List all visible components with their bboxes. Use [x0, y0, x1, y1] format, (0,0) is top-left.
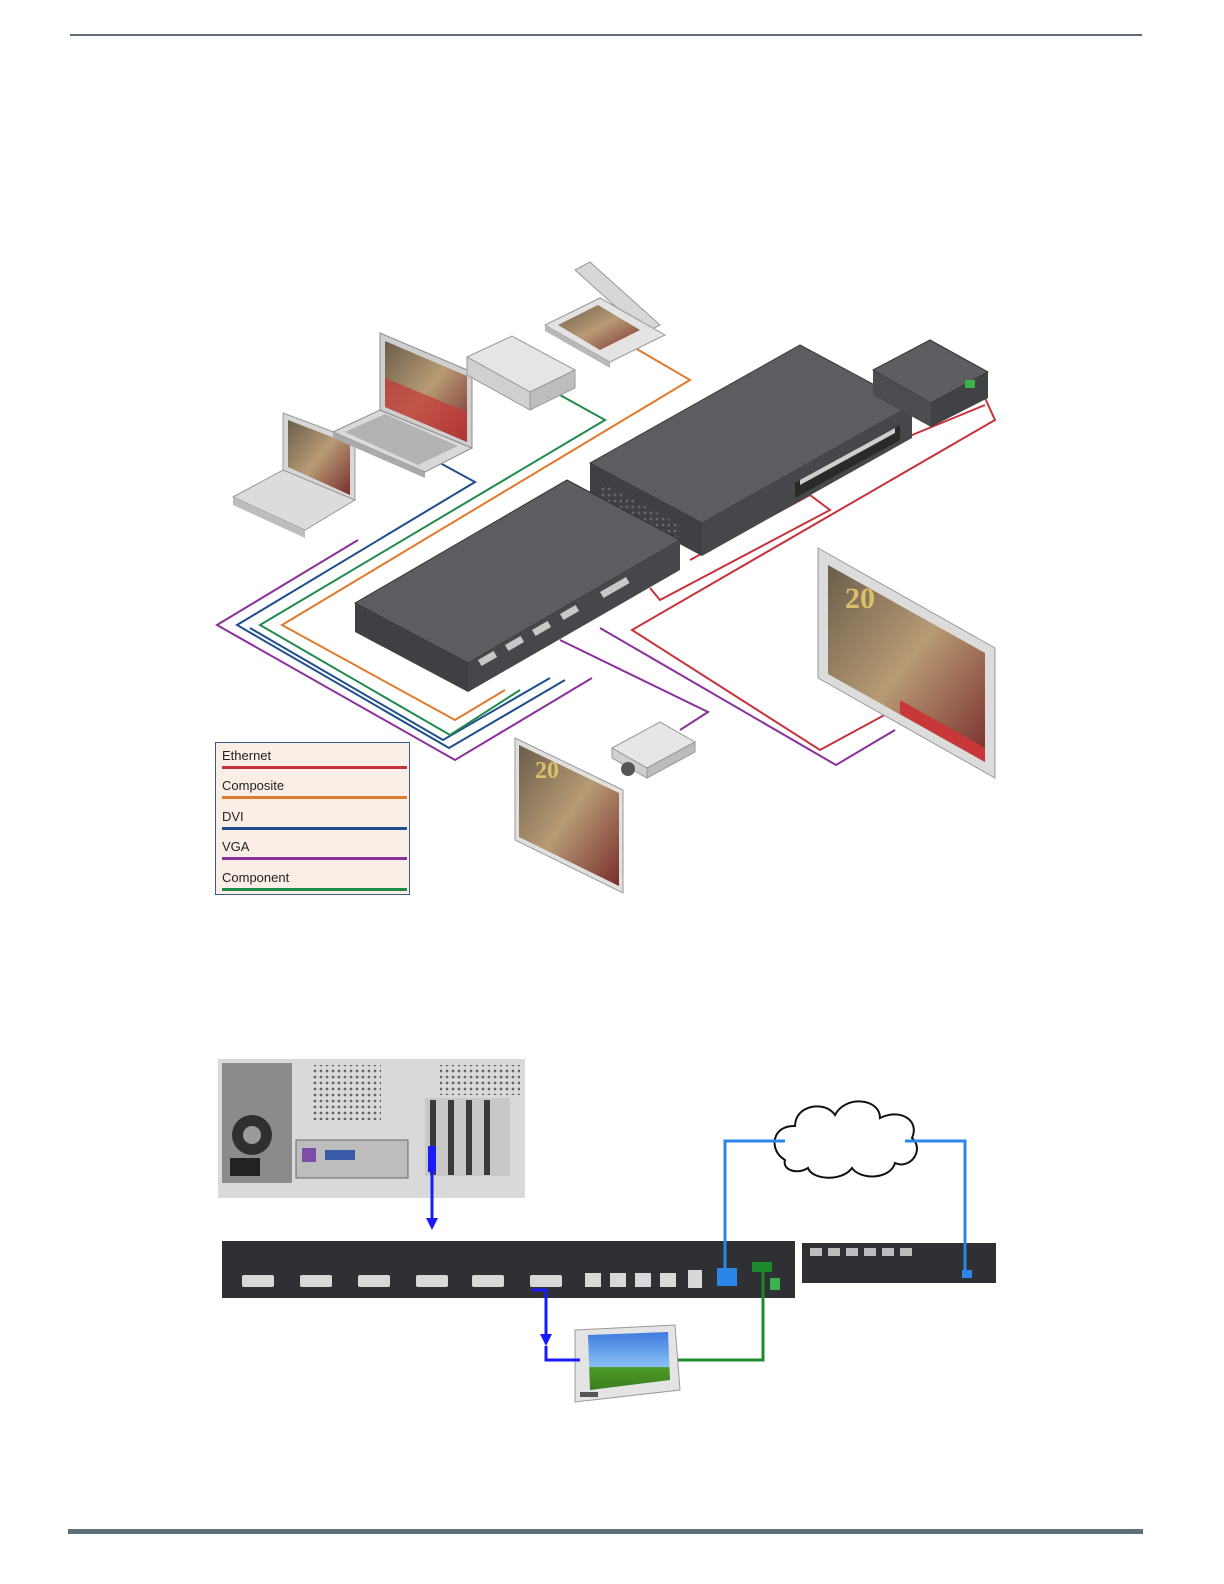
controller-rear-icon [802, 1243, 996, 1283]
footer-rule [68, 1529, 1143, 1534]
legend-label: Composite [222, 778, 284, 793]
legend-swatch [222, 827, 407, 830]
legend-item-composite: Composite [222, 773, 407, 803]
cloud-icon [775, 1101, 917, 1177]
switcher-rear-icon [222, 1241, 795, 1298]
svg-text:20: 20 [535, 758, 559, 784]
pc-rear-icon [218, 1059, 525, 1198]
legend-item-vga: VGA [222, 834, 407, 864]
media-player-icon [467, 336, 575, 410]
projection-screen-icon: 20 [515, 738, 623, 893]
legend-item-dvi: DVI [222, 804, 407, 834]
legend-item-component: Component [222, 865, 407, 895]
legend-item-ethernet: Ethernet [222, 743, 407, 773]
display-icon: 20 [818, 548, 995, 778]
legend-label: Ethernet [222, 748, 271, 763]
touch-panel-icon [575, 1325, 680, 1402]
touch-panel-icon [545, 262, 665, 368]
legend-swatch [222, 888, 407, 891]
legend-swatch [222, 766, 407, 769]
cable-legend: Ethernet Composite DVI VGA Component [215, 742, 410, 895]
legend-swatch [222, 796, 407, 799]
svg-text:20: 20 [845, 582, 875, 615]
legend-swatch [222, 857, 407, 860]
legend-label: DVI [222, 809, 244, 824]
legend-label: Component [222, 870, 289, 885]
legend-label: VGA [222, 839, 249, 854]
projector-icon [612, 722, 695, 778]
